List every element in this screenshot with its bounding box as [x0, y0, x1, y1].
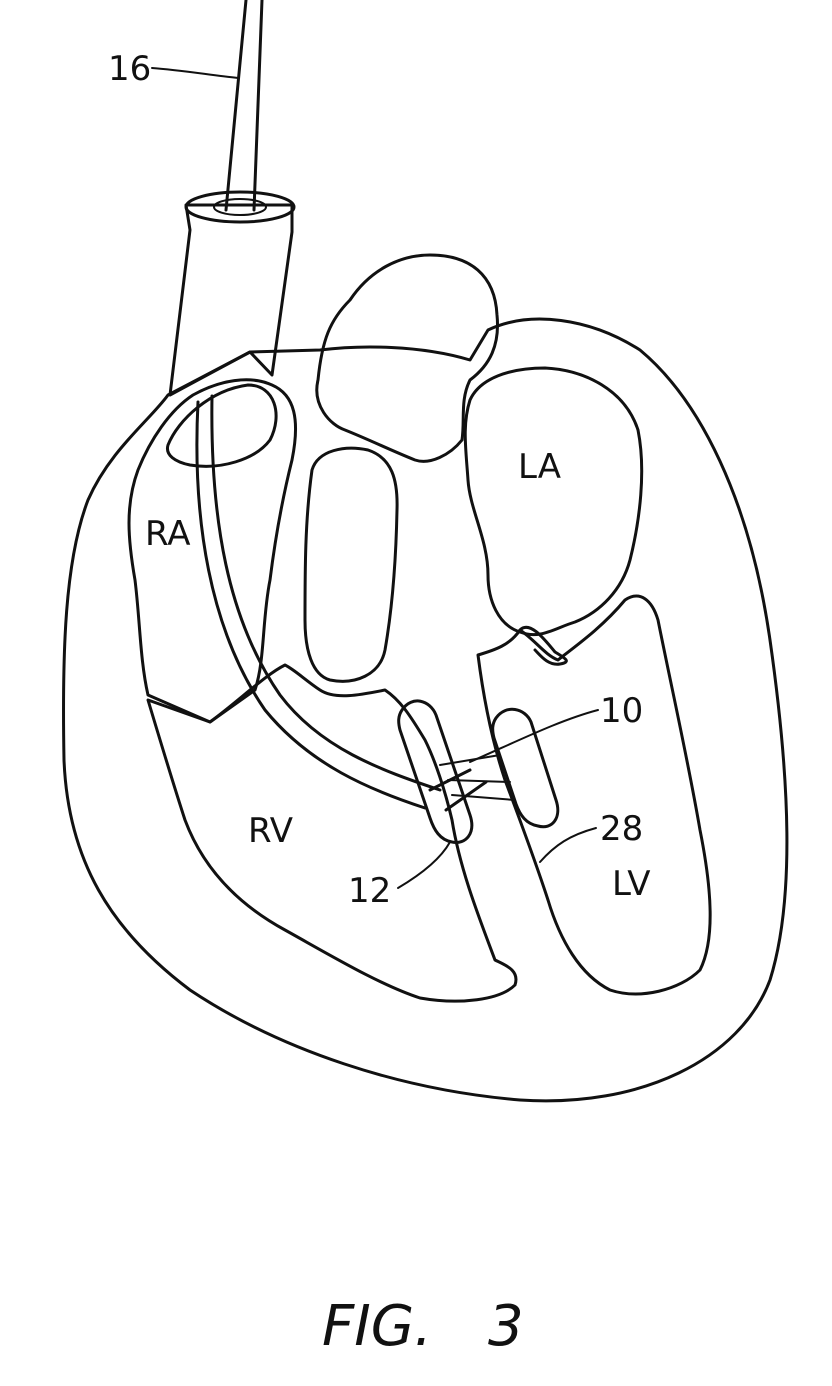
ref-28: 28 [600, 809, 643, 849]
ref-16: 16 [108, 49, 151, 89]
interatrial-structure [305, 448, 397, 681]
caption-number: 3 [488, 1294, 524, 1359]
label-ra: RA [145, 514, 191, 554]
leader-28 [540, 828, 596, 862]
label-la: LA [518, 447, 561, 487]
vena-cava [170, 205, 292, 395]
ref-12: 12 [348, 871, 391, 911]
vena-cava-inner [214, 199, 266, 215]
right-ventricle [148, 665, 516, 1001]
vena-cava-opening [186, 192, 294, 222]
leader-16 [152, 68, 238, 78]
occluder-device [399, 701, 558, 843]
ref-10: 10 [600, 691, 643, 731]
ra-appendage [167, 385, 276, 466]
left-atrium [465, 368, 641, 635]
label-rv: RV [248, 811, 293, 851]
label-lv: LV [612, 864, 650, 904]
catheter-upper-2 [254, 0, 262, 210]
caption-fig: FIG. [322, 1294, 432, 1359]
occluder-disc-right [399, 701, 472, 843]
leader-12 [398, 842, 450, 888]
catheter-upper [226, 0, 246, 210]
